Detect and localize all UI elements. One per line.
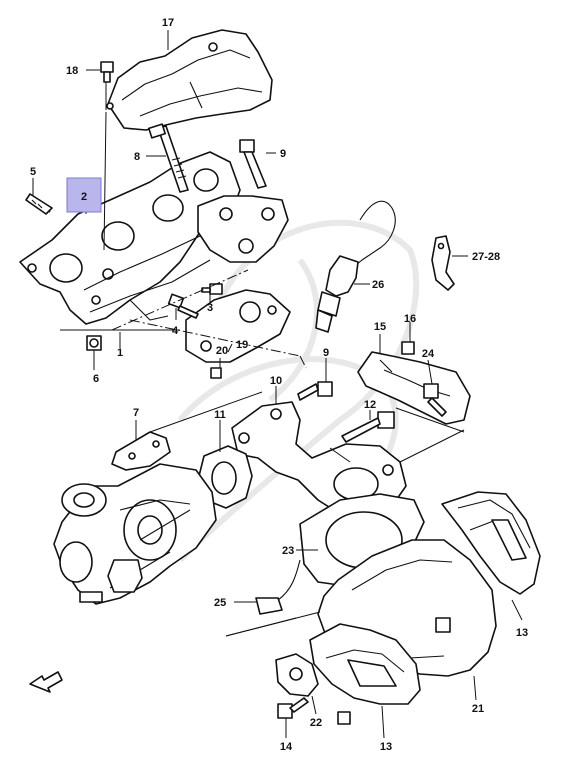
bolt-4[interactable] xyxy=(167,293,199,319)
highlighted-callout-box xyxy=(66,177,102,213)
callout-26[interactable]: 26 xyxy=(372,279,384,291)
callout-6[interactable]: 6 xyxy=(93,373,99,385)
callout-labels: 2 17 18 9 8 5 27-28 26 3 4 1 16 15 20 19… xyxy=(30,17,528,753)
callout-14[interactable]: 14 xyxy=(280,741,293,753)
callout-5[interactable]: 5 xyxy=(30,166,36,178)
callout-23[interactable]: 23 xyxy=(282,545,294,557)
bolt-14b[interactable] xyxy=(337,711,351,725)
callout-10[interactable]: 10 xyxy=(270,375,282,387)
bolt-20[interactable] xyxy=(210,367,222,379)
callout-15[interactable]: 15 xyxy=(374,321,386,333)
callout-22[interactable]: 22 xyxy=(310,717,322,729)
bolt-9-upper[interactable] xyxy=(239,139,267,189)
callout-2[interactable]: 2 xyxy=(81,191,87,203)
exhaust-manifold[interactable] xyxy=(19,151,289,325)
callout-20[interactable]: 20 xyxy=(216,345,228,357)
callout-8[interactable]: 8 xyxy=(134,151,140,163)
callout-9-upper[interactable]: 9 xyxy=(280,148,286,160)
front-arrow-icon xyxy=(29,671,63,693)
bracket-7[interactable] xyxy=(111,431,171,471)
upper-heat-shield[interactable] xyxy=(106,29,273,131)
bolt-18[interactable] xyxy=(100,61,114,83)
exhaust-sensor-25[interactable] xyxy=(255,559,301,615)
callout-17[interactable]: 17 xyxy=(162,17,174,29)
stud-5[interactable] xyxy=(25,193,53,215)
callout-19[interactable]: 19 xyxy=(236,339,248,351)
bracket-27-28[interactable] xyxy=(431,235,455,291)
callout-3[interactable]: 3 xyxy=(207,302,213,314)
callout-12[interactable]: 12 xyxy=(364,399,376,411)
callout-25[interactable]: 25 xyxy=(214,597,226,609)
callout-24[interactable]: 24 xyxy=(422,348,435,360)
callout-18[interactable]: 18 xyxy=(66,65,78,77)
callout-9-lower[interactable]: 9 xyxy=(323,347,329,359)
callout-13-right[interactable]: 13 xyxy=(516,627,528,639)
bolt-16[interactable] xyxy=(401,341,415,355)
callout-21[interactable]: 21 xyxy=(472,703,484,715)
callout-4[interactable]: 4 xyxy=(172,325,179,337)
nut-6[interactable] xyxy=(86,335,102,351)
turbo-outlet-pipe-10[interactable] xyxy=(231,401,407,515)
bolt-14[interactable] xyxy=(277,697,309,719)
callout-1[interactable]: 1 xyxy=(117,347,123,359)
gasket-22[interactable] xyxy=(275,653,319,697)
callout-16[interactable]: 16 xyxy=(404,313,416,325)
oxygen-sensor-26[interactable] xyxy=(315,200,396,333)
bolt-12[interactable] xyxy=(341,411,395,443)
bolt-9-lower[interactable] xyxy=(297,381,333,401)
stud-8[interactable] xyxy=(147,123,189,193)
bolt-24[interactable] xyxy=(423,383,447,417)
heat-shield-13-lower[interactable] xyxy=(309,623,421,705)
callout-11[interactable]: 11 xyxy=(214,409,226,421)
heat-shield-13-right[interactable] xyxy=(441,491,541,595)
turbocharger[interactable] xyxy=(53,463,217,605)
turbo-heat-shield-15[interactable] xyxy=(357,351,471,425)
callout-13-lower[interactable]: 13 xyxy=(380,741,392,753)
callout-27-28[interactable]: 27-28 xyxy=(472,251,500,263)
gasket-19[interactable] xyxy=(185,289,291,363)
leader-lines xyxy=(32,30,523,739)
callout-7[interactable]: 7 xyxy=(133,407,139,419)
